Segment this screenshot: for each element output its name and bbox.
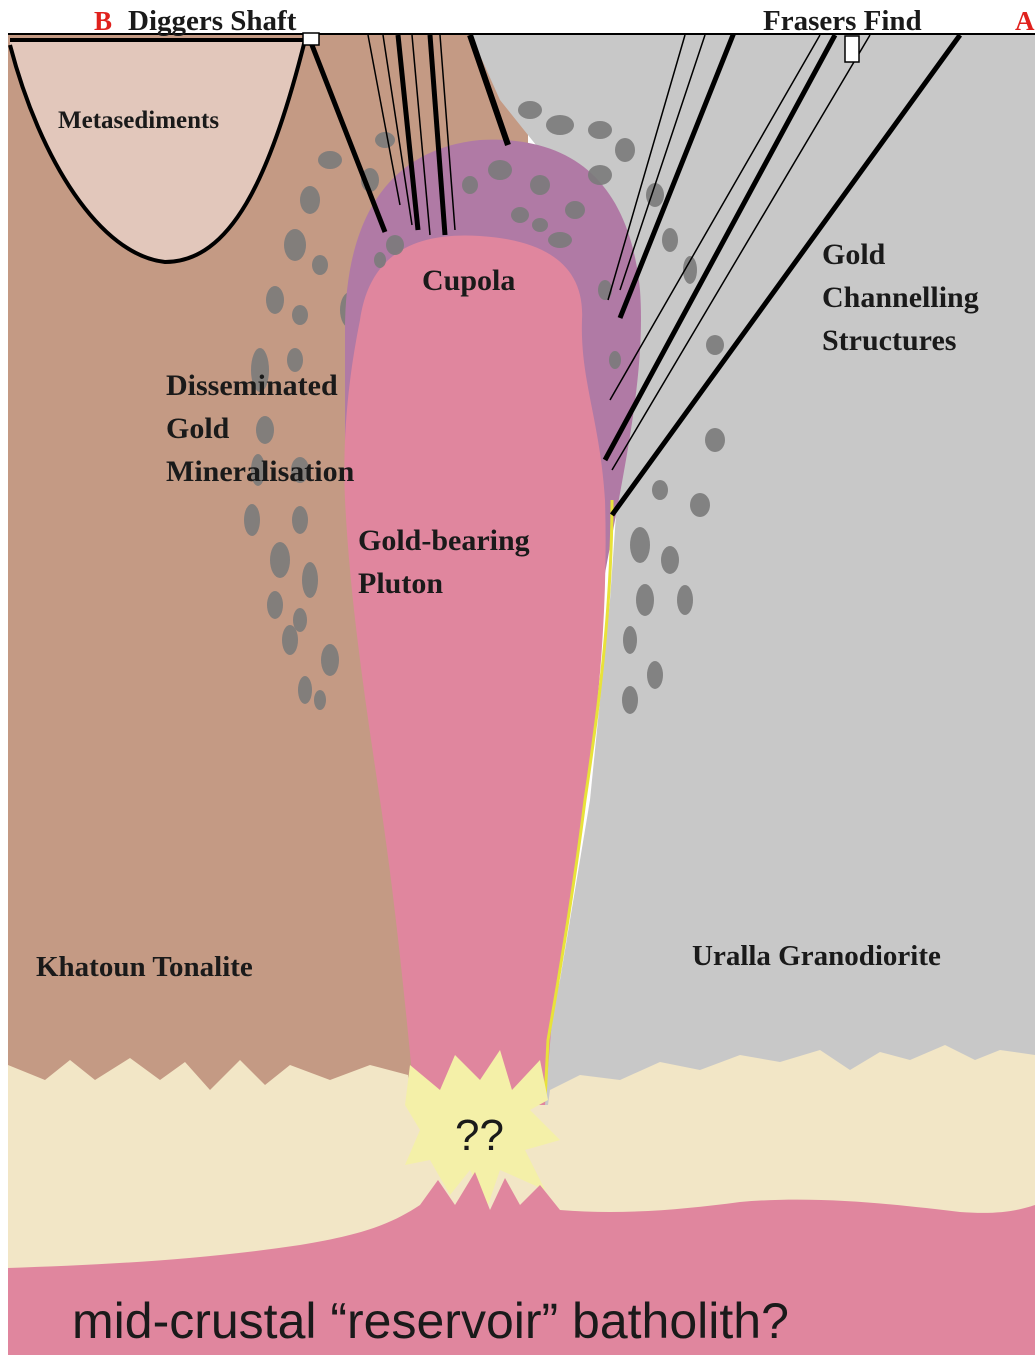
label-pluton-1: Gold-bearing	[358, 524, 530, 557]
label-gold-channelling-2: Channelling	[822, 281, 979, 314]
label-gold-channelling-1: Gold	[822, 238, 886, 271]
label-marker-b: B	[94, 6, 112, 36]
label-unknown: ??	[455, 1111, 504, 1160]
diggers-shaft-marker	[303, 33, 319, 45]
label-disseminated-2: Gold	[166, 412, 230, 445]
label-metasediments: Metasediments	[58, 107, 219, 134]
label-diggers-shaft: Diggers Shaft	[128, 5, 297, 37]
label-khatoun-tonalite: Khatoun Tonalite	[36, 951, 253, 983]
label-disseminated-3: Mineralisation	[166, 455, 355, 488]
label-frasers-find: Frasers Find	[763, 5, 922, 37]
label-pluton-2: Pluton	[358, 567, 443, 600]
label-cupola: Cupola	[422, 264, 515, 297]
label-uralla-granodiorite: Uralla Granodiorite	[692, 940, 941, 972]
label-batholith: mid-crustal “reservoir” batholith?	[72, 1293, 789, 1349]
label-gold-channelling-3: Structures	[822, 324, 956, 357]
frasers-find-marker	[845, 36, 859, 62]
label-disseminated-1: Disseminated	[166, 369, 338, 402]
label-marker-a: A	[1015, 6, 1035, 36]
